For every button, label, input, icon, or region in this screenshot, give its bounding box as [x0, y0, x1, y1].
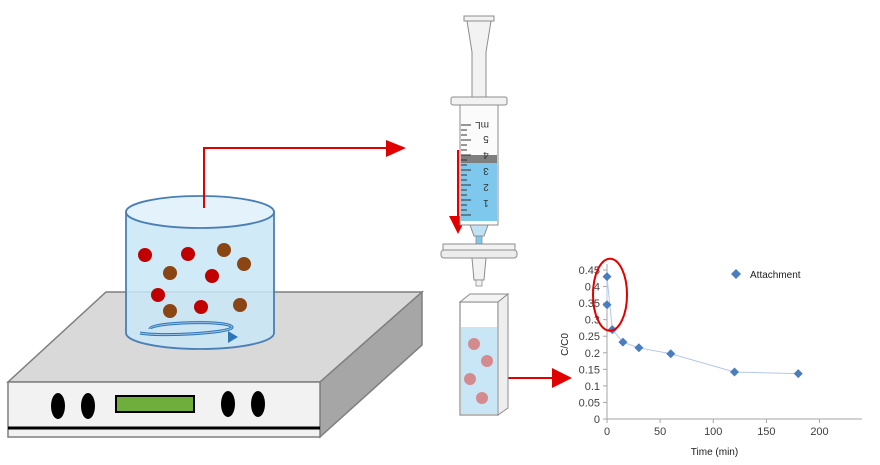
syringe-flange — [450, 96, 508, 106]
series-line — [606, 276, 799, 375]
syringe: mL 5 4 3 2 1 — [450, 15, 508, 245]
cuvette-side — [497, 292, 509, 416]
particle-red — [181, 247, 195, 261]
syringe-unit-label: mL — [475, 119, 489, 130]
particle-brown — [163, 304, 177, 318]
particle-brown — [217, 243, 231, 257]
data-point-marker — [730, 367, 739, 377]
highlight-ellipse — [592, 257, 628, 332]
particle-brown — [233, 298, 247, 312]
x-tick-label: 0 — [604, 426, 610, 438]
y-tick-label: 0.05 — [579, 397, 600, 409]
syringe-tip — [469, 224, 489, 237]
particle-red — [194, 300, 208, 314]
data-point-marker — [634, 343, 644, 353]
legend-marker — [731, 269, 741, 279]
syringe-plunger-rod — [466, 20, 492, 101]
cuvette — [458, 292, 510, 416]
y-tick-label: 0.2 — [585, 348, 600, 360]
particle-brown — [163, 266, 177, 280]
syringe-scale-5: 5 — [483, 133, 489, 144]
stirrer-knob-1[interactable] — [51, 393, 65, 419]
particle-red — [138, 248, 152, 262]
y-tick-label: 0 — [594, 414, 600, 426]
flow-arrow-beaker-to-syringe — [203, 147, 392, 208]
syringe-plunger-thumb[interactable] — [463, 15, 495, 22]
stirrer-knob-4[interactable] — [251, 391, 265, 417]
y-axis-label: C/C0 — [560, 333, 571, 356]
y-tick-label: 0.35 — [579, 298, 600, 310]
x-axis-label: Time (min) — [691, 447, 738, 458]
beaker — [125, 195, 275, 350]
x-tick-label: 100 — [704, 426, 722, 438]
syringe-graduations — [461, 124, 471, 216]
data-point-marker — [793, 369, 803, 379]
data-point-marker — [618, 337, 628, 347]
beaker-body — [125, 211, 275, 350]
flow-arrowhead-chart — [552, 368, 572, 388]
flow-arrowhead-right — [386, 140, 406, 157]
legend-label: Attachment — [750, 270, 801, 281]
data-point-marker — [602, 300, 612, 310]
syringe-nozzle — [475, 235, 483, 245]
y-tick-label: 0.25 — [579, 331, 600, 343]
syringe-filter — [440, 243, 518, 287]
syringe-scale-1: 1 — [483, 197, 489, 208]
cuvette-particle — [464, 373, 476, 385]
magnetic-stirrer — [6, 290, 424, 439]
stirrer-knob-3[interactable] — [221, 391, 235, 417]
syringe-plunger-stopper — [461, 155, 497, 163]
cuvette-particle — [468, 338, 480, 350]
data-point-marker — [602, 272, 612, 282]
x-tick-label: 50 — [654, 426, 666, 438]
stir-rotation-arrow — [139, 321, 238, 343]
syringe-scale-3: 3 — [483, 165, 489, 176]
y-tick-label: 0.15 — [579, 364, 600, 376]
x-tick-label: 200 — [810, 426, 828, 438]
y-tick-label: 0.45 — [579, 265, 600, 277]
syringe-scale-2: 2 — [483, 181, 489, 192]
x-tick-label: 150 — [757, 426, 775, 438]
syringe-liquid — [461, 163, 497, 221]
data-point-marker — [666, 349, 676, 359]
particle-red — [205, 269, 219, 283]
particle-red — [151, 288, 165, 302]
beaker-rim — [125, 195, 275, 229]
stirrer-display — [115, 395, 195, 413]
y-tick-label: 0.1 — [585, 381, 600, 393]
cuvette-particle — [476, 392, 488, 404]
cuvette-particle — [481, 355, 493, 367]
syringe-scale-4: 4 — [483, 149, 489, 160]
stirrer-knob-2[interactable] — [81, 393, 95, 419]
particle-brown — [237, 257, 251, 271]
